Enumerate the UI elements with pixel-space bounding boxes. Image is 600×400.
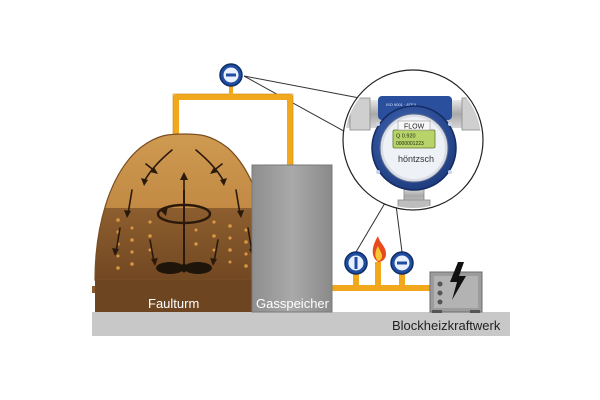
meter-display-line1: Q 0.920 <box>396 134 416 140</box>
meter-title: FLOW <box>404 124 425 131</box>
meter-display-line2: 0000001223 <box>396 141 424 147</box>
callout-lines-bottom <box>355 197 403 253</box>
flame-icon <box>372 236 386 262</box>
mixer-propeller-icon <box>156 262 212 274</box>
chp-label: Blockheizkraftwerk <box>392 318 501 333</box>
ground-slab <box>92 312 510 336</box>
gas-storage-label: Gasspeicher <box>256 296 330 311</box>
flow-meter-zoom: ISO 9001 · ATEX <box>342 69 484 211</box>
gauge-icon <box>344 251 368 275</box>
digester-label: Faulturm <box>148 296 199 311</box>
gas-storage-tank <box>251 164 333 313</box>
gauge-icon <box>219 63 243 97</box>
lightning-icon <box>450 262 466 300</box>
svg-text:ISO 9001 · ATEX: ISO 9001 · ATEX <box>386 102 417 107</box>
meter-brand: höntzsch <box>398 154 434 164</box>
callout-lines-top <box>243 75 371 141</box>
gauge-icon <box>390 251 414 275</box>
